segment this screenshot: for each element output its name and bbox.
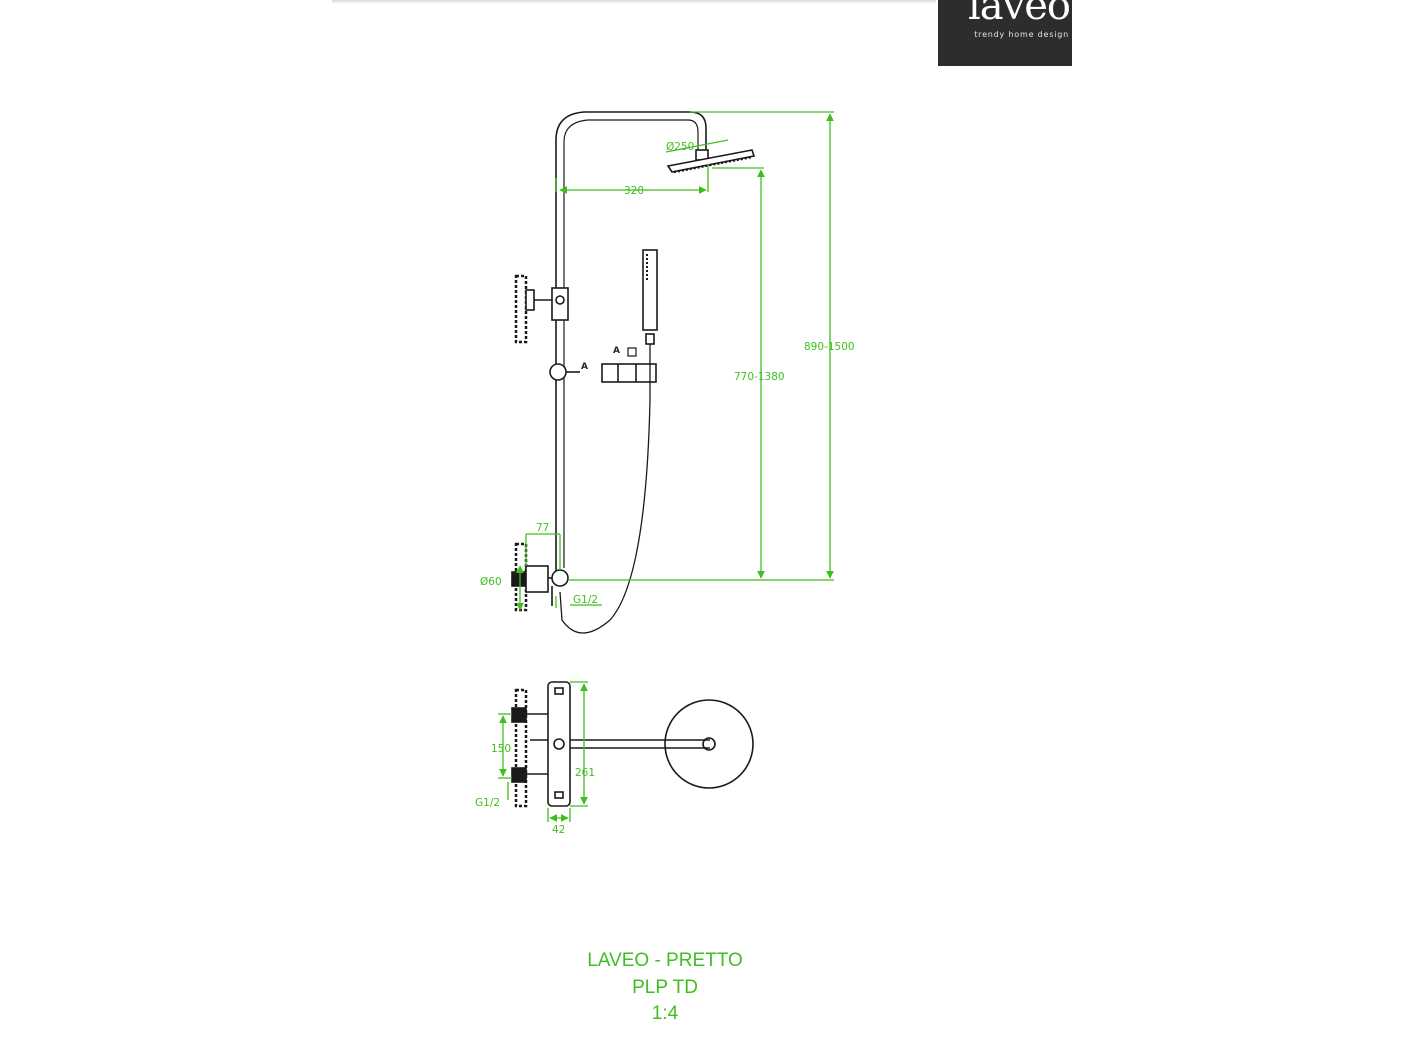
slider-holder: [549, 363, 580, 381]
front-dimension-labels: Ø250 320 890-1500 770-1380 77 Ø60 G1/2 A…: [480, 141, 855, 606]
laveo-logo: laveo trendy home design: [938, 0, 1072, 66]
riser-pipe: [555, 111, 707, 575]
product-code: PLP TD: [632, 976, 698, 998]
title-block: LAVEO - PRETTO PLP TD 1:4: [540, 948, 790, 1028]
logo-wordmark: laveo: [968, 0, 1071, 29]
hose: [559, 344, 651, 634]
top-dimensions: [498, 681, 588, 822]
top-divider: [332, 0, 936, 3]
front-dimensions: [516, 111, 834, 611]
dim-inlet-spacing: 150: [491, 743, 511, 755]
dim-head-height: 770-1380: [734, 371, 785, 383]
hand-shower: [642, 249, 658, 345]
top-view: [511, 681, 754, 808]
riser-pipe-inner: [563, 119, 699, 568]
dim-knob-diameter: Ø60: [480, 576, 502, 588]
section-label-a: A: [613, 346, 620, 356]
logo-tagline: trendy home design: [974, 30, 1069, 39]
dim-valve-offset: 77: [536, 522, 549, 534]
dim-valve-depth: 42: [552, 824, 565, 836]
section-mark-a: A: [581, 362, 588, 372]
product-name: LAVEO - PRETTO: [587, 950, 743, 971]
dim-head-diameter: Ø250: [666, 141, 694, 153]
shower-head-top: [664, 699, 754, 789]
top-dimension-labels: 261 150 42 G1/2: [475, 743, 595, 836]
drawing-scale: 1:4: [651, 1003, 679, 1024]
dim-inlet-thread-top: G1/2: [475, 797, 500, 809]
upper-wall-bracket: [514, 274, 569, 344]
dim-total-height: 890-1500: [804, 341, 855, 353]
dim-arm-length: 320: [624, 185, 644, 197]
dim-inlet-thread: G1/2: [573, 594, 598, 606]
dim-valve-height: 261: [575, 767, 595, 779]
shower-head: [666, 149, 756, 174]
mixer-body: [547, 681, 571, 807]
section-a-detail: [601, 347, 657, 383]
